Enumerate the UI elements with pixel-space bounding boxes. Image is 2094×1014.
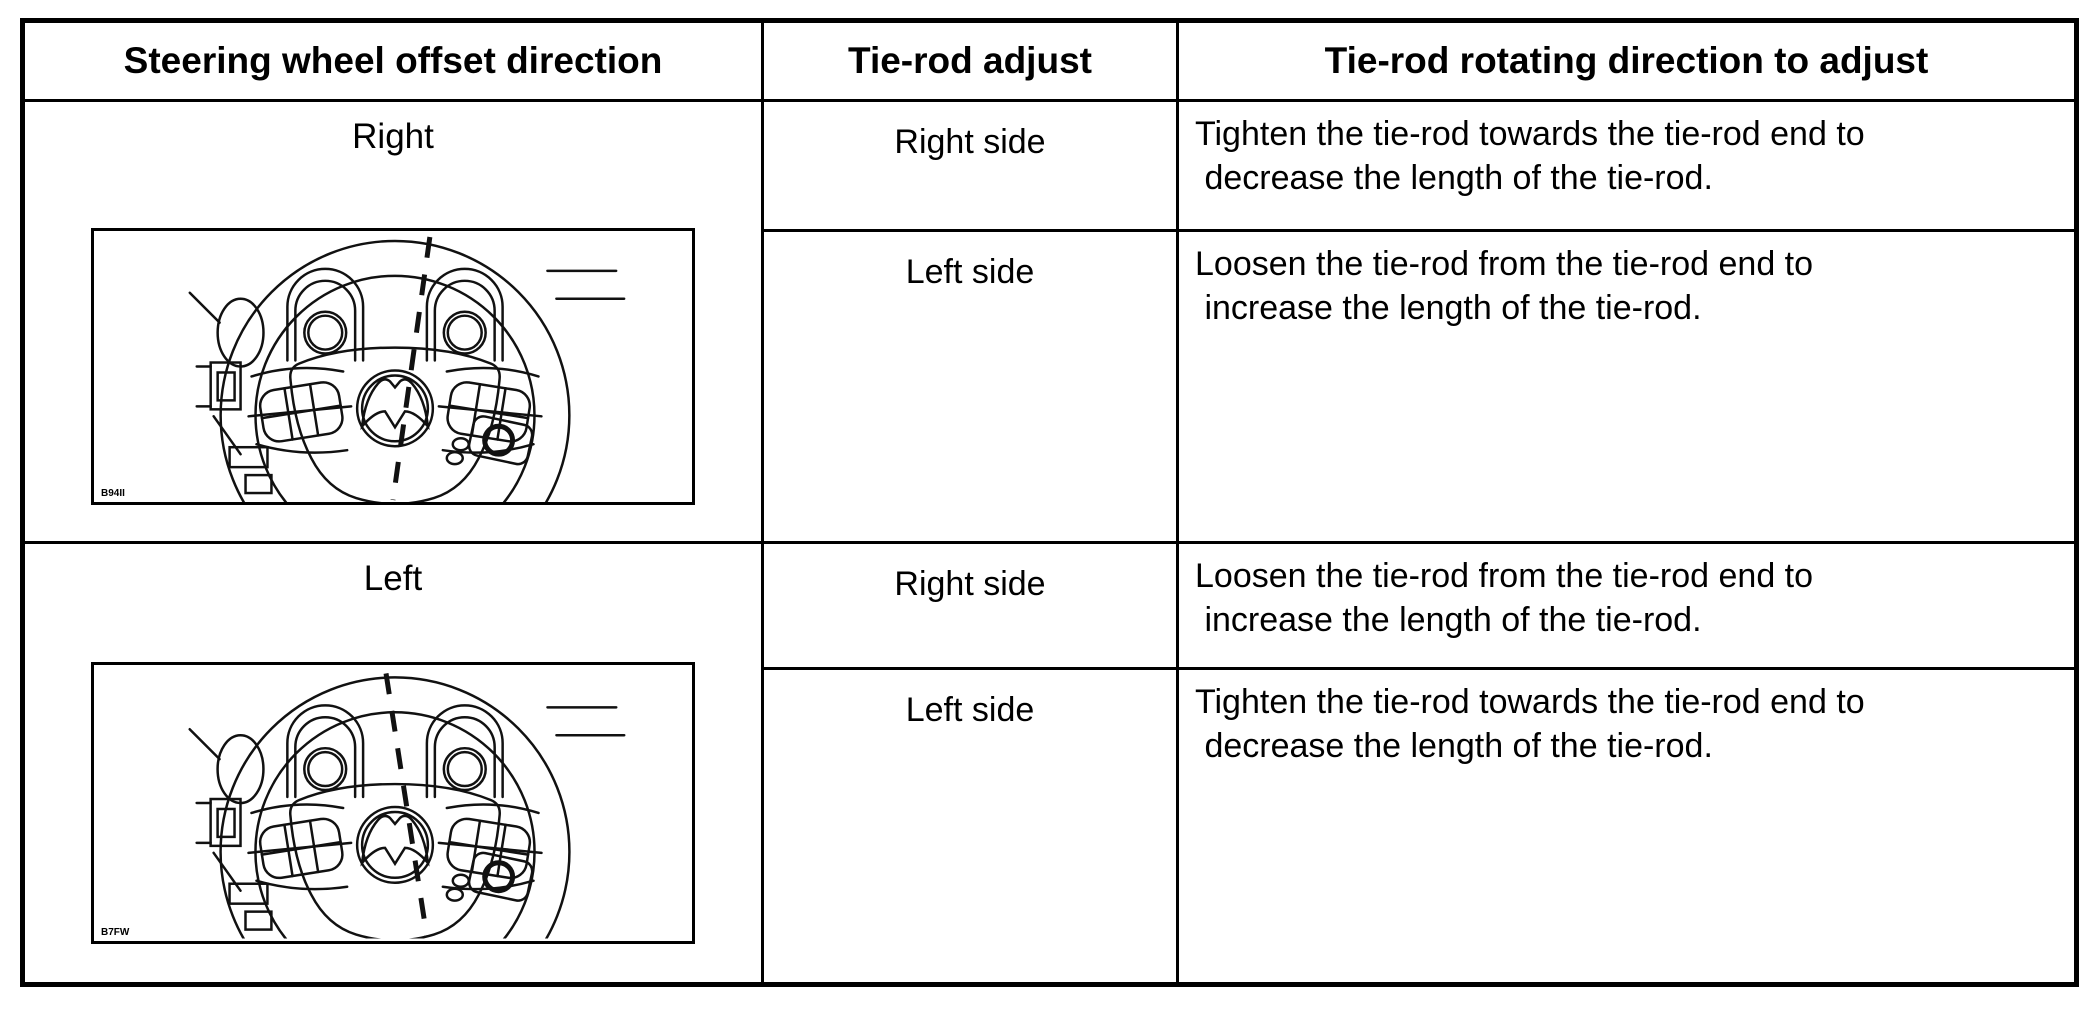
- figure-code: B7FW: [101, 927, 130, 938]
- tie-rod-instruction: Tighten the tie-rod towards the tie-rod …: [1176, 667, 2078, 986]
- header-tie-rod-rotating-direction: Tie-rod rotating direction to adjust: [1176, 19, 2078, 102]
- tie-rod-side: Right side: [761, 541, 1179, 670]
- header-steering-wheel-offset-direction: Steering wheel offset direction: [21, 19, 764, 102]
- header-row: Steering wheel offset direction Tie-rod …: [21, 19, 2078, 102]
- offset-cell-right: Right B94II: [21, 99, 764, 544]
- figure-code: B94II: [101, 488, 125, 499]
- steering-wheel-figure-left-offset: B7FW: [91, 662, 695, 944]
- table-row: Left side Loosen the tie-rod from the ti…: [23, 229, 2078, 544]
- tie-rod-instruction: Tighten the tie-rod towards the tie-rod …: [1176, 99, 2078, 232]
- tie-rod-side: Left side: [761, 667, 1179, 986]
- steering-wheel-diagram-right: [94, 236, 692, 502]
- header-tie-rod-adjust: Tie-rod adjust: [761, 19, 1179, 102]
- table-row: Left side Tighten the tie-rod towards th…: [23, 667, 2078, 986]
- tie-rod-adjustment-table: Steering wheel offset direction Tie-rod …: [20, 18, 2079, 987]
- tie-rod-side: Left side: [761, 229, 1179, 544]
- tie-rod-instruction: Loosen the tie-rod from the tie-rod end …: [1176, 229, 2078, 544]
- offset-centerline-right: [390, 236, 433, 501]
- tie-rod-instruction: Loosen the tie-rod from the tie-rod end …: [1176, 541, 2078, 670]
- offset-centerline-left: [383, 673, 430, 937]
- table-row: Right B94II Right side Tighten the tie-r…: [21, 99, 2078, 544]
- steering-wheel-figure-right-offset: B94II: [91, 228, 695, 505]
- tie-rod-side: Right side: [761, 99, 1179, 232]
- offset-label: Left: [363, 559, 423, 598]
- table-row: Left B7FW Right side Loosen the tie-rod …: [21, 541, 2078, 986]
- offset-label: Right: [352, 117, 434, 156]
- steering-wheel-diagram-left: [94, 673, 692, 941]
- offset-cell-left: Left B7FW: [21, 541, 764, 986]
